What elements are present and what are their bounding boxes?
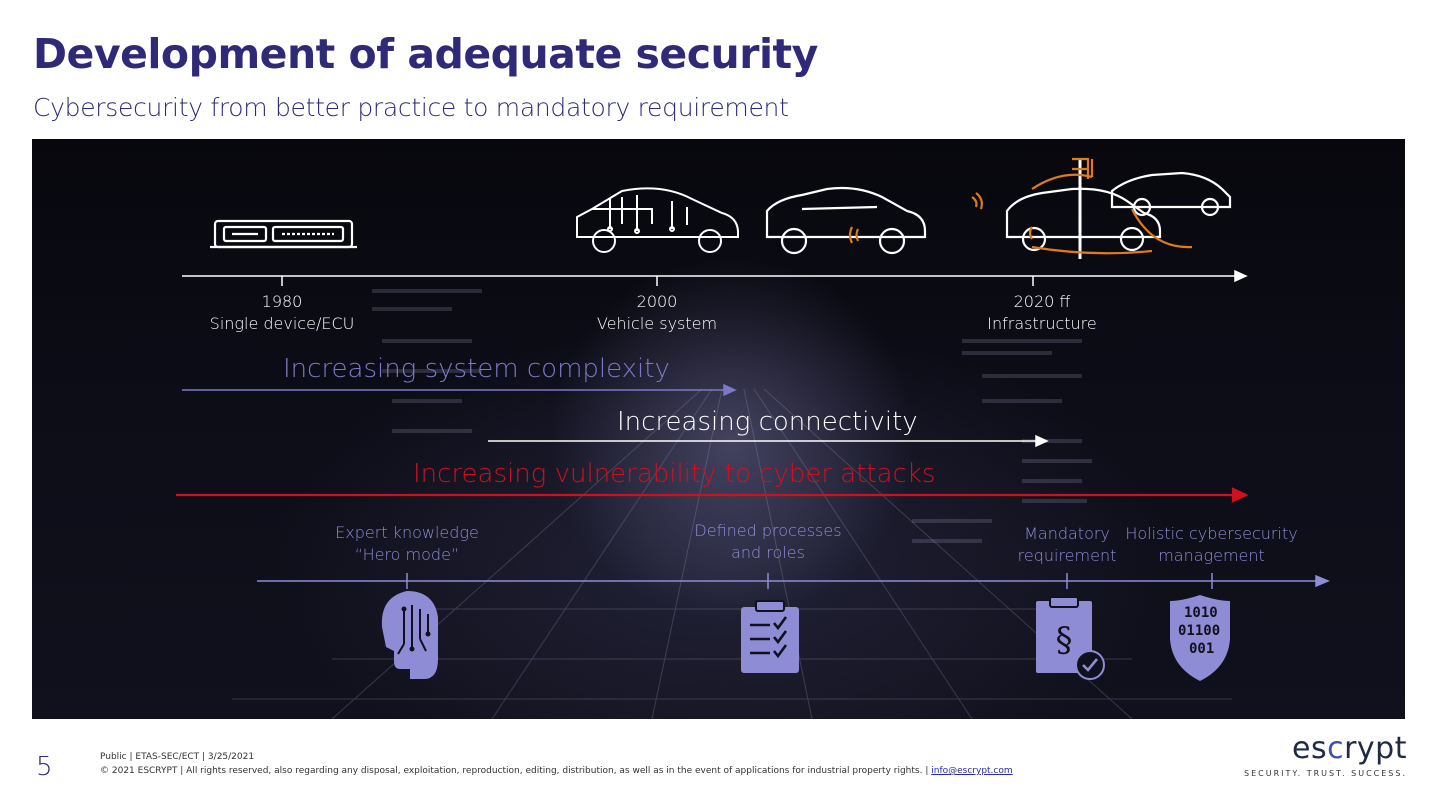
shield-binary-line-3: 001	[1189, 641, 1215, 657]
footer-copyright: © 2021 ESCRYPT | All rights reserved, al…	[100, 766, 1013, 776]
timeline-year: 2020 ff	[1013, 292, 1071, 311]
escrypt-logo: escrypt SECURITY. TRUST. SUCCESS.	[1244, 732, 1407, 779]
milestone-label: Defined processes	[694, 521, 842, 540]
page-title: Development of adequate security	[33, 30, 818, 78]
head-circuit-icon	[381, 591, 438, 679]
logo-part: es	[1292, 731, 1328, 766]
binary-shield-icon	[1170, 595, 1230, 681]
page-subtitle: Cybersecurity from better practice to ma…	[33, 93, 789, 122]
logo-tagline: SECURITY. TRUST. SUCCESS.	[1244, 769, 1407, 778]
milestone-holistic-management: Holistic cybersecurity management	[1114, 523, 1309, 567]
infrastructure-cars-icon	[971, 157, 1232, 259]
vulnerability-arrow	[176, 487, 1249, 503]
timeline-item-2020: 2020 ff Infrastructure	[952, 291, 1132, 335]
svg-text:§: §	[1056, 620, 1073, 660]
logo-part: c	[1327, 731, 1345, 766]
vulnerability-label: Increasing vulnerability to cyber attack…	[413, 459, 936, 489]
email-link[interactable]: info@escrypt.com	[931, 766, 1013, 776]
page-number: 5	[36, 752, 53, 782]
timeline-label: Single device/ECU	[209, 314, 355, 333]
shield-binary-line-2: 01100	[1178, 623, 1221, 639]
milestone-label: Holistic cybersecurity	[1125, 524, 1298, 543]
timeline-label: Vehicle system	[596, 314, 718, 333]
milestone-label: “Hero mode”	[354, 545, 460, 564]
circuit-car-icon	[576, 187, 739, 253]
timeline-axis	[182, 269, 1248, 286]
code-texture-blocks	[372, 289, 1092, 543]
timeline-item-1980: 1980 Single device/ECU	[192, 291, 372, 335]
footer-classification: Public | ETAS-SEC/ECT | 3/25/2021	[100, 752, 255, 762]
milestone-label: requirement	[1017, 546, 1117, 565]
timeline-year: 1980	[261, 292, 303, 311]
legal-document-check-icon: §	[1036, 596, 1105, 680]
logo-part: rypt	[1344, 731, 1407, 766]
shield-binary-line-1: 1010	[1184, 605, 1218, 621]
connectivity-label: Increasing connectivity	[617, 407, 918, 437]
milestone-expert-knowledge: Expert knowledge “Hero mode”	[312, 522, 502, 566]
connectivity-arrow	[488, 434, 1049, 448]
milestone-label: Mandatory	[1024, 524, 1110, 543]
milestone-defined-processes: Defined processes and roles	[673, 520, 863, 564]
copyright-text: © 2021 ESCRYPT | All rights reserved, al…	[100, 766, 929, 776]
ecu-icon	[210, 219, 357, 249]
timeline-year: 2000	[636, 292, 678, 311]
milestone-mandatory-requirement: Mandatory requirement	[1007, 523, 1127, 567]
clipboard-checklist-icon	[741, 600, 799, 673]
complexity-arrow	[182, 383, 737, 397]
connected-car-icon	[765, 186, 927, 255]
milestone-axis	[257, 573, 1330, 589]
milestone-label: management	[1158, 546, 1265, 565]
diagram-panel: § 1010 01100 001 1980 Single device/ECU …	[32, 139, 1405, 719]
complexity-label: Increasing system complexity	[283, 354, 670, 384]
logo-wordmark: escrypt	[1244, 732, 1407, 766]
timeline-item-2000: 2000 Vehicle system	[567, 291, 747, 335]
milestone-label: Expert knowledge	[335, 523, 479, 542]
milestone-label: and roles	[731, 543, 805, 562]
timeline-label: Infrastructure	[987, 314, 1097, 333]
diagram-graphics: §	[176, 157, 1330, 719]
